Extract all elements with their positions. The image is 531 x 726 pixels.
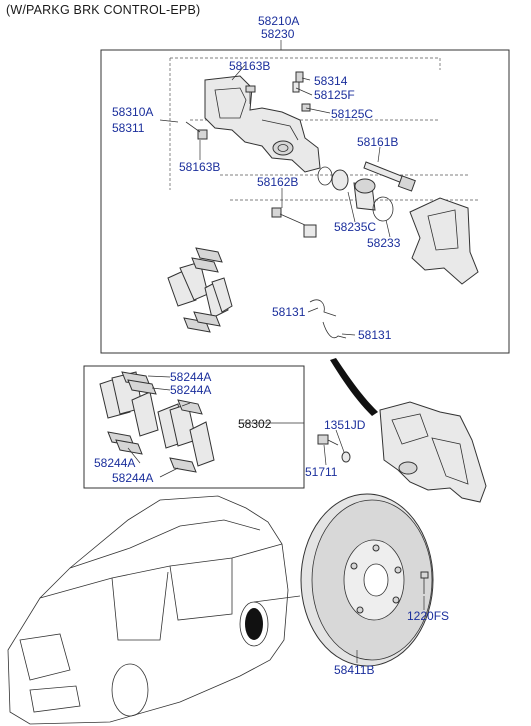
part-label[interactable]: 1351JD xyxy=(324,418,366,432)
brake-pads-kit-icon xyxy=(99,371,215,473)
part-label[interactable]: 58233 xyxy=(367,236,401,250)
guide-pin-bolt-icon xyxy=(271,207,317,238)
screw-icon xyxy=(420,571,429,594)
part-label[interactable]: 1220FS xyxy=(407,609,450,623)
bolt-icon xyxy=(317,434,339,446)
spring-icon xyxy=(322,321,347,339)
spring-icon xyxy=(309,299,337,317)
part-label[interactable]: 58302 xyxy=(238,417,272,431)
brake-disc-icon xyxy=(300,493,434,667)
part-label[interactable]: 58314 xyxy=(314,74,348,88)
bolt-icon xyxy=(245,85,256,104)
part-label[interactable]: 58131 xyxy=(358,328,392,342)
part-label[interactable]: 58244A xyxy=(170,383,212,397)
caliper-assembly-box xyxy=(100,49,510,354)
part-label[interactable]: 58244A xyxy=(94,456,136,470)
part-label[interactable]: 58162B xyxy=(257,175,299,189)
part-label[interactable]: 58125C xyxy=(331,107,374,121)
pad-kit-box xyxy=(83,365,305,489)
part-label[interactable]: 58163B xyxy=(179,160,221,174)
part-label[interactable]: 58131 xyxy=(272,305,306,319)
bolt-icon xyxy=(185,121,208,140)
part-label[interactable]: 58311 xyxy=(112,121,145,135)
arrow-icon xyxy=(330,358,378,416)
washer-icon xyxy=(341,451,351,463)
page-title: (W/PARKG BRK CONTROL-EPB) xyxy=(6,3,201,17)
vehicle-icon xyxy=(7,495,301,725)
part-label[interactable]: 58244A xyxy=(170,370,212,384)
part-label[interactable]: 58163B xyxy=(229,59,271,73)
part-label[interactable]: 58161B xyxy=(357,135,399,149)
brake-pads-icon xyxy=(167,247,233,333)
part-label[interactable]: 58230 xyxy=(261,27,295,41)
carrier-bracket-icon xyxy=(409,197,479,285)
caliper-housing-icon xyxy=(204,75,321,173)
part-label[interactable]: 58210A xyxy=(258,14,300,28)
part-label[interactable]: 51711 xyxy=(305,465,338,479)
guide-pin-icon xyxy=(363,161,416,192)
bleeder-icon xyxy=(292,71,311,112)
piston-icon xyxy=(317,166,394,222)
part-label[interactable]: 58411B xyxy=(334,663,375,677)
caliper-assembled-icon xyxy=(379,401,487,503)
part-label[interactable]: 58235C xyxy=(334,220,377,234)
part-label[interactable]: 58244A xyxy=(112,471,154,485)
part-label[interactable]: 58310A xyxy=(112,105,154,119)
part-label[interactable]: 58125F xyxy=(314,88,355,102)
